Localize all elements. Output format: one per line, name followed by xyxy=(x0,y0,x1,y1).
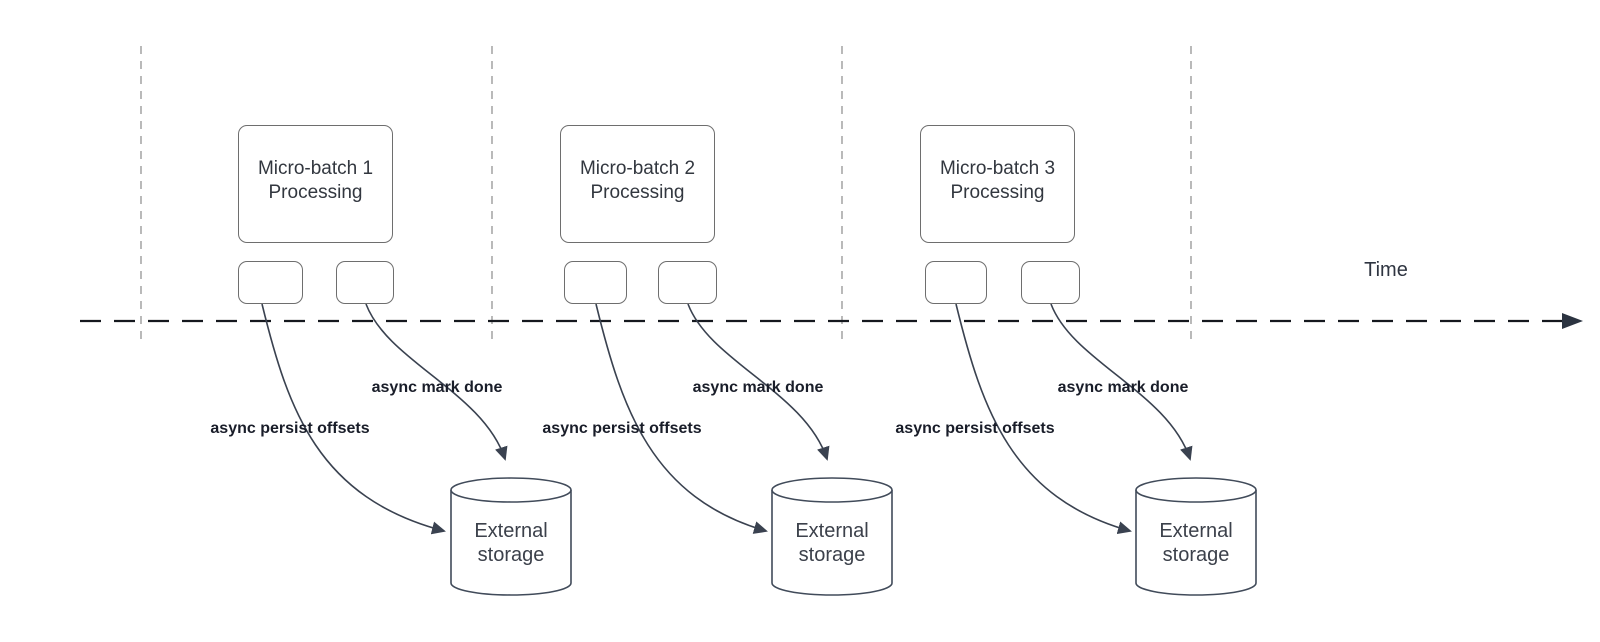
external-storage-cylinder-3 xyxy=(1135,477,1257,596)
mark-done-arrow-2 xyxy=(687,303,830,461)
persist-offsets-arrow-3 xyxy=(955,303,1132,535)
mark-done-arrow-1 xyxy=(365,303,508,461)
time-axis-arrowhead-icon xyxy=(1562,313,1583,329)
time-axis-label: Time xyxy=(1364,259,1408,281)
mark-done-arrow-3 xyxy=(1050,303,1193,461)
persist-offsets-arrow-1 xyxy=(261,303,446,535)
persist-offsets-arrow-2 xyxy=(595,303,768,534)
external-storage-cylinder-1 xyxy=(450,477,572,596)
external-storage-cylinder-2 xyxy=(771,477,893,596)
